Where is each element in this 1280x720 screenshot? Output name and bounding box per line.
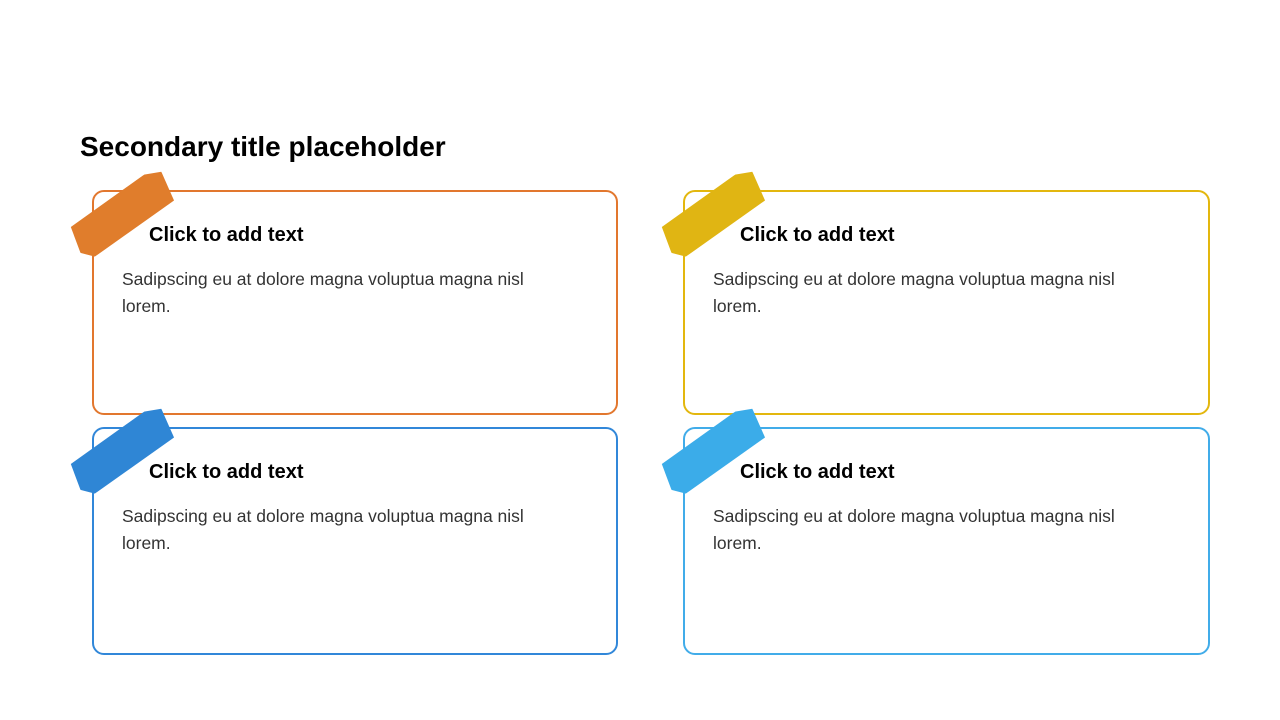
tape-icon bbox=[655, 403, 772, 499]
card-body-placeholder[interactable]: Sadipscing eu at dolore magna voluptua m… bbox=[713, 506, 1115, 553]
card-body-placeholder[interactable]: Sadipscing eu at dolore magna voluptua m… bbox=[122, 506, 524, 553]
card-bottom-left[interactable]: Click to add text Sadipscing eu at dolor… bbox=[70, 408, 618, 655]
card-top-left[interactable]: Click to add text Sadipscing eu at dolor… bbox=[70, 171, 618, 415]
card-body-placeholder[interactable]: Sadipscing eu at dolore magna voluptua m… bbox=[122, 269, 524, 316]
tape-icon bbox=[655, 166, 772, 262]
tape-icon bbox=[64, 403, 181, 499]
card-bottom-right[interactable]: Click to add text Sadipscing eu at dolor… bbox=[661, 408, 1210, 655]
card-top-right[interactable]: Click to add text Sadipscing eu at dolor… bbox=[661, 171, 1210, 415]
card-title-placeholder[interactable]: Click to add text bbox=[149, 224, 304, 246]
card-body-placeholder[interactable]: Sadipscing eu at dolore magna voluptua m… bbox=[713, 269, 1115, 316]
tape-icon bbox=[64, 166, 181, 262]
card-title-placeholder[interactable]: Click to add text bbox=[740, 461, 895, 483]
slide-title[interactable]: Secondary title placeholder bbox=[80, 131, 446, 162]
card-title-placeholder[interactable]: Click to add text bbox=[740, 224, 895, 246]
card-title-placeholder[interactable]: Click to add text bbox=[149, 461, 304, 483]
